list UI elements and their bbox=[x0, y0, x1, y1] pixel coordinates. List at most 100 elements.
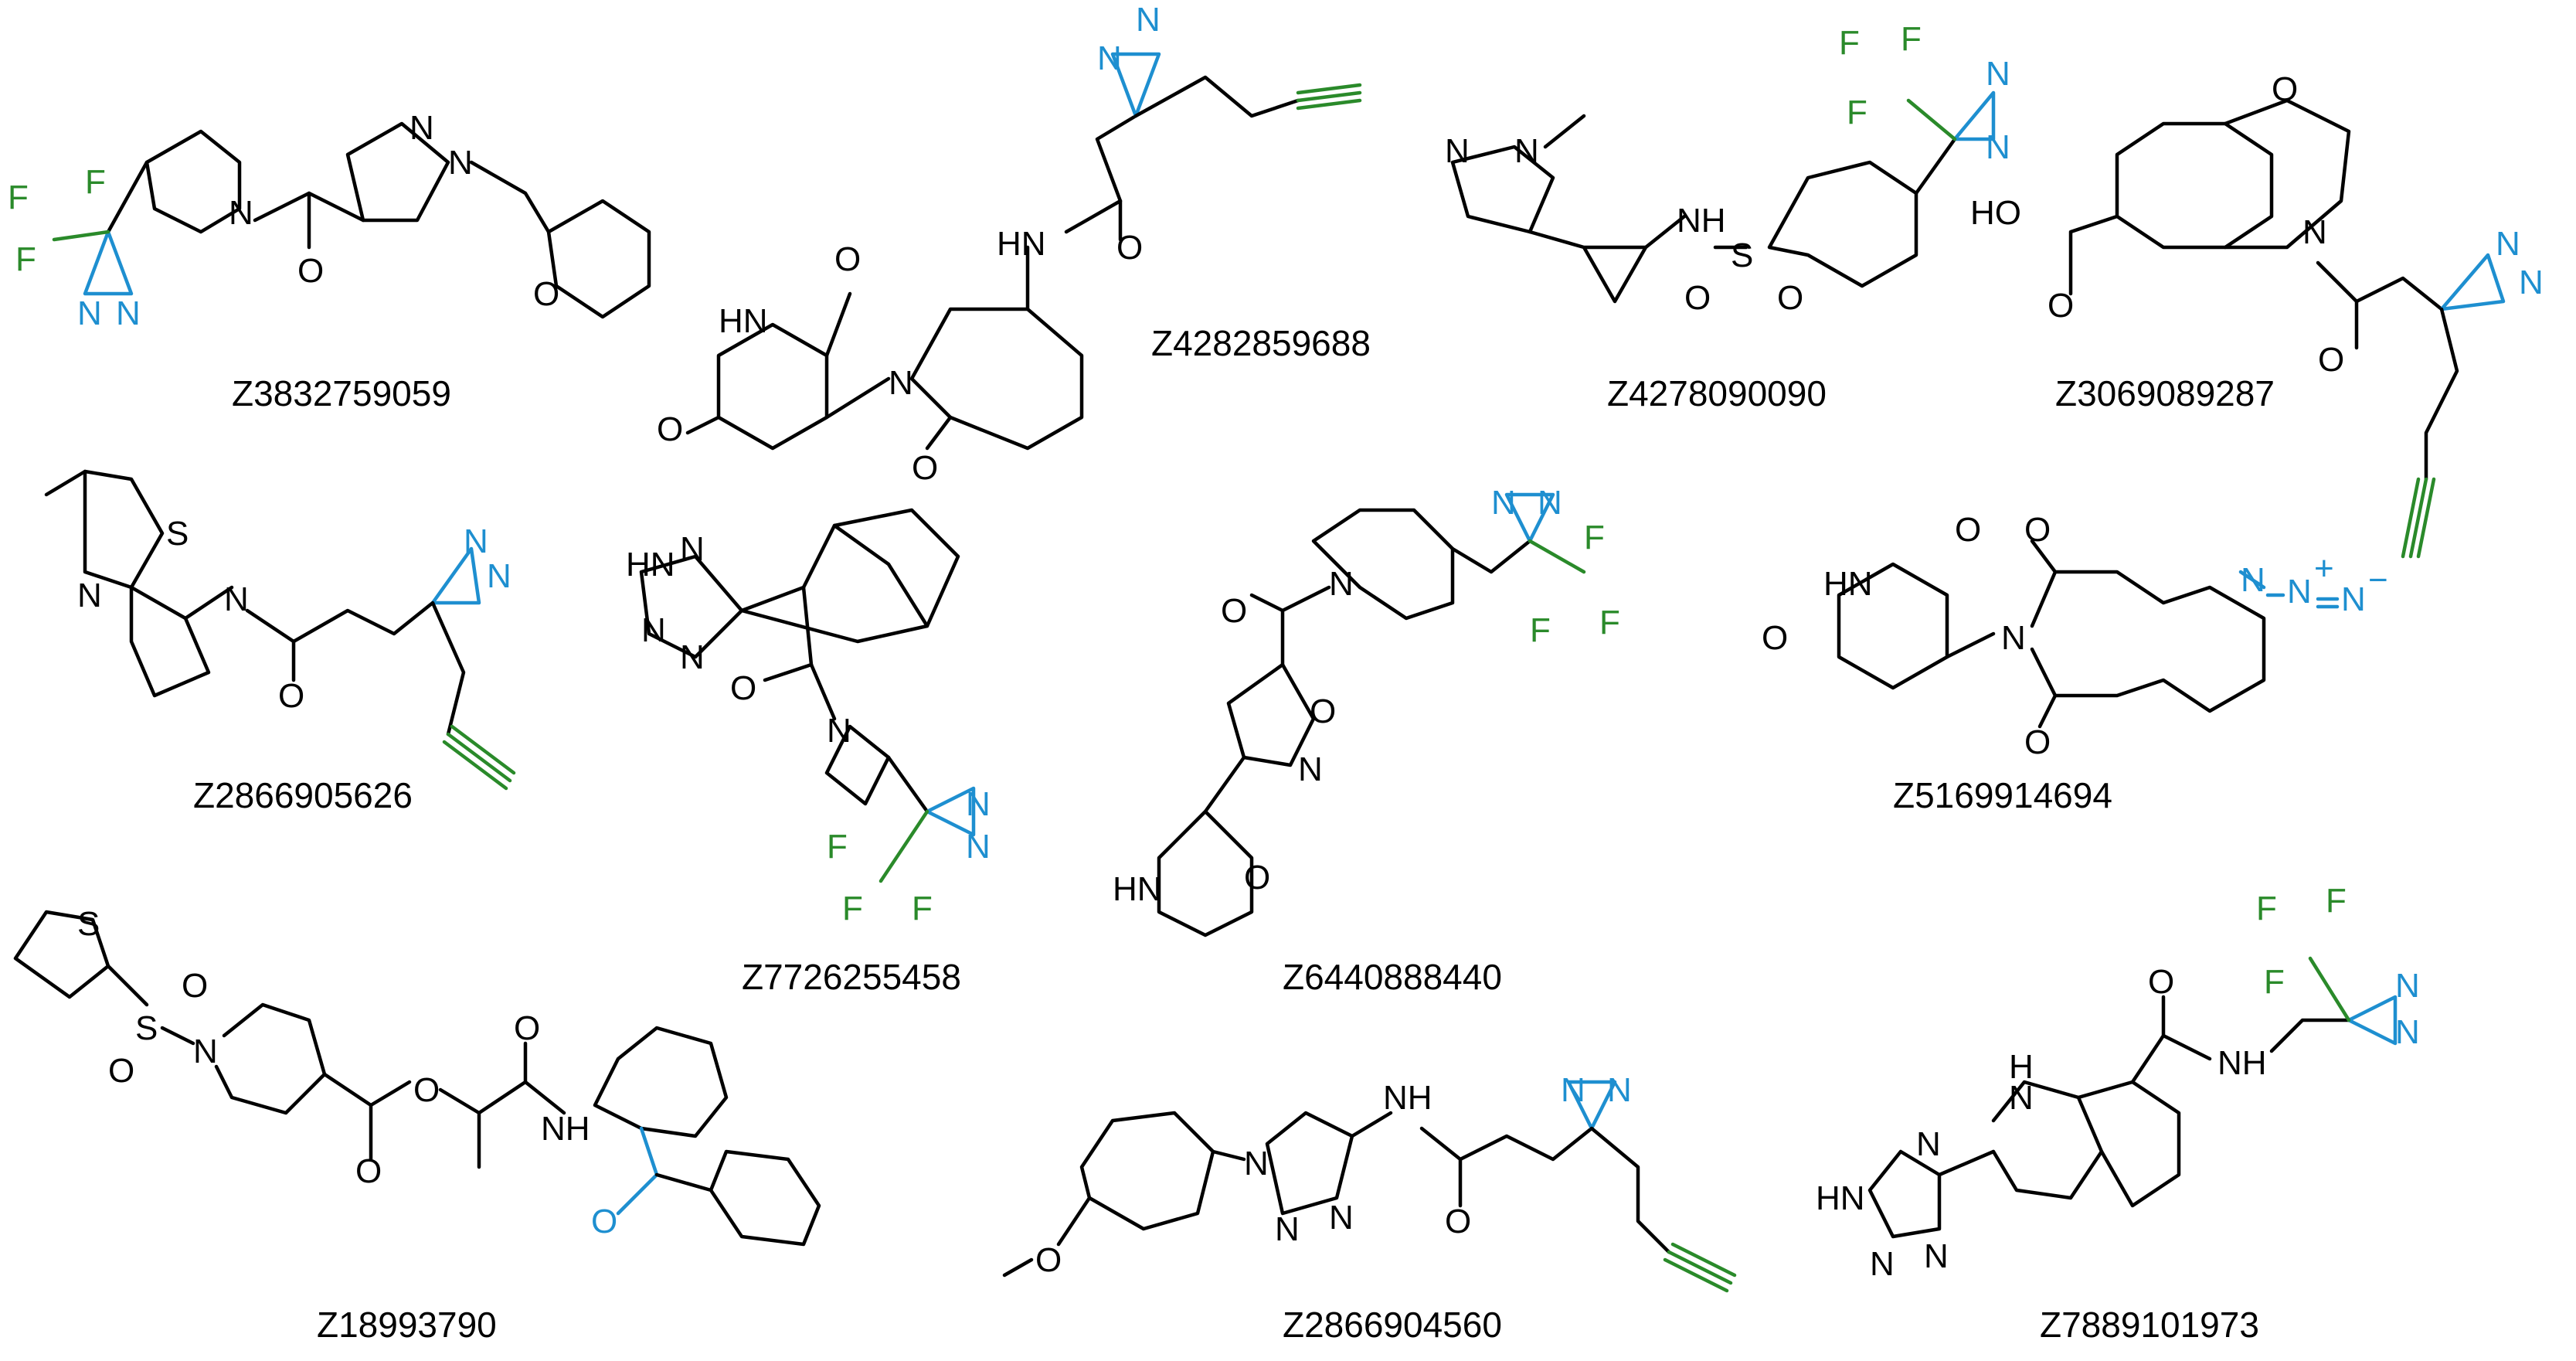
compound-id: Z3832759059 bbox=[232, 373, 451, 413]
atom-o: O bbox=[730, 669, 756, 707]
atom-n: N bbox=[1924, 1237, 1949, 1275]
atom-o: O bbox=[1116, 229, 1143, 267]
atom-n: N bbox=[2001, 619, 2026, 657]
atom-o: O bbox=[591, 1203, 617, 1240]
atom-n: N bbox=[1329, 565, 1354, 603]
atom-h: H bbox=[2009, 1048, 2034, 1086]
atom-o: O bbox=[413, 1071, 440, 1109]
compound-id: Z7726255458 bbox=[742, 957, 961, 997]
atom-s: S bbox=[1731, 236, 1753, 274]
atom-nh: NH bbox=[541, 1110, 590, 1148]
compound-id: Z2866904560 bbox=[1283, 1305, 1502, 1345]
atom-hn: HN bbox=[1113, 870, 1162, 908]
compound-id: Z4282859688 bbox=[1151, 323, 1371, 363]
atom-o: O bbox=[108, 1052, 134, 1090]
compound-z2866904560: O N N N NH O N N Z2866904560 bbox=[1002, 1071, 1737, 1345]
charge-plus: + bbox=[2314, 550, 2334, 587]
compound-z7726255458: HN N N N O N N N F F F Z7726255458 bbox=[626, 508, 991, 997]
atom-f: F bbox=[827, 828, 848, 866]
atom-f: F bbox=[1599, 604, 1620, 641]
atom-n: N bbox=[2009, 1079, 2034, 1117]
atom-o: O bbox=[533, 275, 559, 313]
atom-n: N bbox=[224, 580, 249, 618]
atom-o: O bbox=[278, 677, 304, 715]
compound-z18993790: S S O O N O O O NH O Z18993790 bbox=[13, 905, 821, 1345]
compound-z5169914694: HN O O N O O N N + N − Z5169914694 bbox=[1762, 511, 2388, 815]
atom-s: S bbox=[166, 515, 189, 553]
atom-n: N bbox=[1986, 55, 2010, 93]
atom-o: O bbox=[2024, 723, 2051, 761]
atom-hn: HN bbox=[1816, 1179, 1865, 1217]
atom-n: N bbox=[1870, 1245, 1895, 1283]
atom-n: N bbox=[1097, 39, 1122, 77]
atom-n: N bbox=[2519, 264, 2544, 301]
atom-n: N bbox=[2395, 967, 2420, 1005]
atom-o: O bbox=[355, 1152, 382, 1190]
atom-n: N bbox=[464, 522, 488, 560]
compound-id: Z2866905626 bbox=[193, 775, 413, 815]
compound-z6440888440: N N N F F F O O N O HN Z6440888440 bbox=[1113, 484, 1620, 997]
atom-o: O bbox=[1684, 279, 1711, 317]
atom-s: S bbox=[135, 1009, 158, 1047]
atom-n: N bbox=[680, 638, 705, 676]
atom-o: O bbox=[297, 252, 324, 290]
atom-nh: NH bbox=[1677, 202, 1726, 240]
atom-f: F bbox=[2264, 963, 2285, 1001]
atom-n: N bbox=[1514, 132, 1539, 170]
compound-z7889101973: H N O NH N N F F F N HN N N Z7889101973 bbox=[1816, 882, 2420, 1345]
compound-id: Z5169914694 bbox=[1893, 775, 2112, 815]
atom-n: N bbox=[966, 785, 991, 823]
atom-o: O bbox=[1310, 692, 1336, 730]
atom-o: O bbox=[1035, 1241, 1062, 1279]
compound-z3069089287: O N HO O O N N Z3069089287 bbox=[1970, 70, 2544, 559]
atom-n: N bbox=[77, 577, 102, 614]
atom-f: F bbox=[1584, 519, 1605, 556]
atom-o: O bbox=[1221, 592, 1247, 630]
atom-o: O bbox=[834, 240, 861, 278]
atom-o: O bbox=[182, 967, 208, 1005]
atom-n: N bbox=[1491, 484, 1516, 522]
atom-o: O bbox=[514, 1009, 540, 1047]
atom-n: N bbox=[487, 557, 511, 595]
atom-s: S bbox=[77, 905, 100, 943]
atom-n: N bbox=[77, 294, 102, 332]
atom-hn: HN bbox=[1823, 565, 1873, 603]
atom-n: N bbox=[1298, 750, 1323, 788]
atom-f: F bbox=[85, 163, 106, 201]
atom-n: N bbox=[2395, 1013, 2420, 1051]
atom-f: F bbox=[1847, 94, 1867, 131]
atom-o: O bbox=[2318, 341, 2344, 379]
atom-n: N bbox=[2496, 225, 2520, 263]
atom-n: N bbox=[1244, 1145, 1269, 1182]
atom-n: N bbox=[410, 109, 434, 147]
atom-o: O bbox=[1955, 511, 1981, 549]
atom-f: F bbox=[912, 890, 933, 927]
atom-o: O bbox=[1445, 1203, 1471, 1240]
atom-n: N bbox=[2341, 580, 2366, 618]
atom-hn: HN bbox=[719, 302, 768, 340]
atom-n: N bbox=[116, 294, 141, 332]
atom-n: N bbox=[1538, 484, 1562, 522]
atom-f: F bbox=[2326, 882, 2347, 920]
atom-o: O bbox=[1244, 859, 1270, 897]
atom-f: F bbox=[1839, 24, 1860, 62]
compound-id: Z18993790 bbox=[317, 1305, 497, 1345]
compound-z2866905626: S N N O N N Z2866905626 bbox=[44, 469, 516, 815]
atom-nh: NH bbox=[2217, 1044, 2267, 1082]
atom-o: O bbox=[1762, 619, 1788, 657]
atom-n: N bbox=[1275, 1210, 1300, 1248]
atom-o: O bbox=[2048, 287, 2074, 325]
atom-f: F bbox=[1901, 20, 1922, 58]
atom-o: O bbox=[1777, 279, 1803, 317]
compound-id: Z7889101973 bbox=[2040, 1305, 2259, 1345]
atom-f: F bbox=[8, 179, 29, 216]
atom-n: N bbox=[1445, 132, 1470, 170]
atom-n: N bbox=[1607, 1071, 1632, 1109]
charge-minus: − bbox=[2368, 561, 2388, 599]
compound-z4282859688: HN O O N O HN O N N Z4282859688 bbox=[657, 1, 1371, 487]
atom-o: O bbox=[2272, 70, 2298, 108]
compound-z3832759059: N O N N O N N F F F Z3832759059 bbox=[8, 109, 651, 413]
atom-o: O bbox=[657, 410, 683, 448]
atom-ho: HO bbox=[1970, 194, 2021, 232]
